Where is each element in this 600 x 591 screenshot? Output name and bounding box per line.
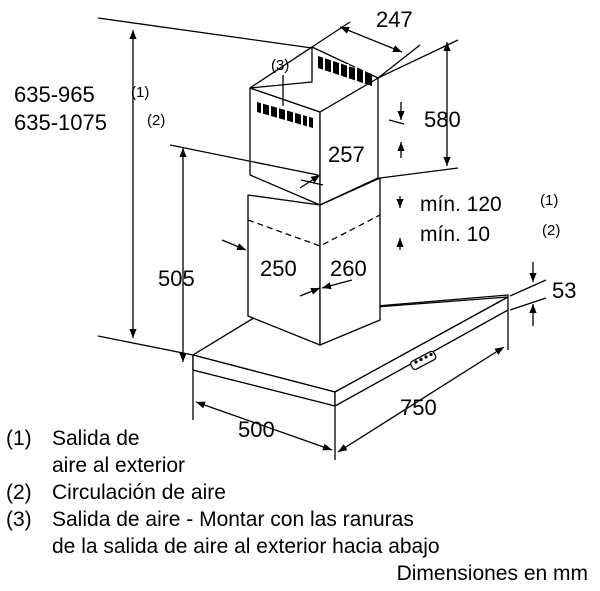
total-height-1-ref: (1) <box>131 84 149 101</box>
legend-item-1-line1: Salida de <box>52 427 140 450</box>
min-gap-1-label: mín. 120 <box>420 193 502 216</box>
total-height-2-label: 635-1075 <box>14 110 107 135</box>
total-height-2-ref: (2) <box>147 112 165 129</box>
total-height-1-label: 635-965 <box>14 82 95 107</box>
air-outlet-slots-front <box>257 101 313 128</box>
legend-item-1: (1) Salida de <box>6 425 596 452</box>
hood-outline <box>192 46 509 407</box>
dimension-lines <box>97 17 547 460</box>
air-outlet-slots-back <box>318 56 372 86</box>
legend-item-3-num: (3) <box>6 508 32 531</box>
legend: (1) Salida de aire al exterior (2) Circula… <box>6 425 596 587</box>
legend-item-2: (2) Circulación de aire <box>6 479 596 506</box>
legend-item-1-line2: aire al exterior <box>52 454 186 477</box>
chimney-upper-depth-label: 257 <box>328 142 365 167</box>
chimney-upper-height-label: 580 <box>424 107 461 132</box>
min-gap-1-ref: (1) <box>540 192 558 209</box>
min-gap-2-label: mín. 10 <box>420 223 490 246</box>
legend-item-3-line1: Salida de aire - Montar con las ranuras <box>52 508 414 531</box>
legend-item-2-text: Circulación de aire <box>52 481 226 504</box>
callout-3-label: (3) <box>271 57 289 74</box>
units-note: Dimensiones en mm <box>396 562 588 585</box>
canopy-thickness-label: 53 <box>552 278 576 303</box>
hood-height-label: 505 <box>158 266 195 291</box>
hood-width-label: 750 <box>400 395 437 420</box>
chimney-lower-width-label: 250 <box>260 256 297 281</box>
legend-item-2-num: (2) <box>6 481 32 504</box>
chimney-lower-depth-label: 260 <box>330 256 367 281</box>
legend-item-3-line2: de la salida de aire al exterior hacia a… <box>52 535 440 558</box>
hood-depth-label: 500 <box>238 417 275 442</box>
legend-item-3: (3) Salida de aire - Montar con las ranur… <box>6 506 596 533</box>
min-gap-2-ref: (2) <box>542 222 560 239</box>
legend-item-1-num: (1) <box>6 427 32 450</box>
chimney-top-width-label: 247 <box>376 7 413 32</box>
